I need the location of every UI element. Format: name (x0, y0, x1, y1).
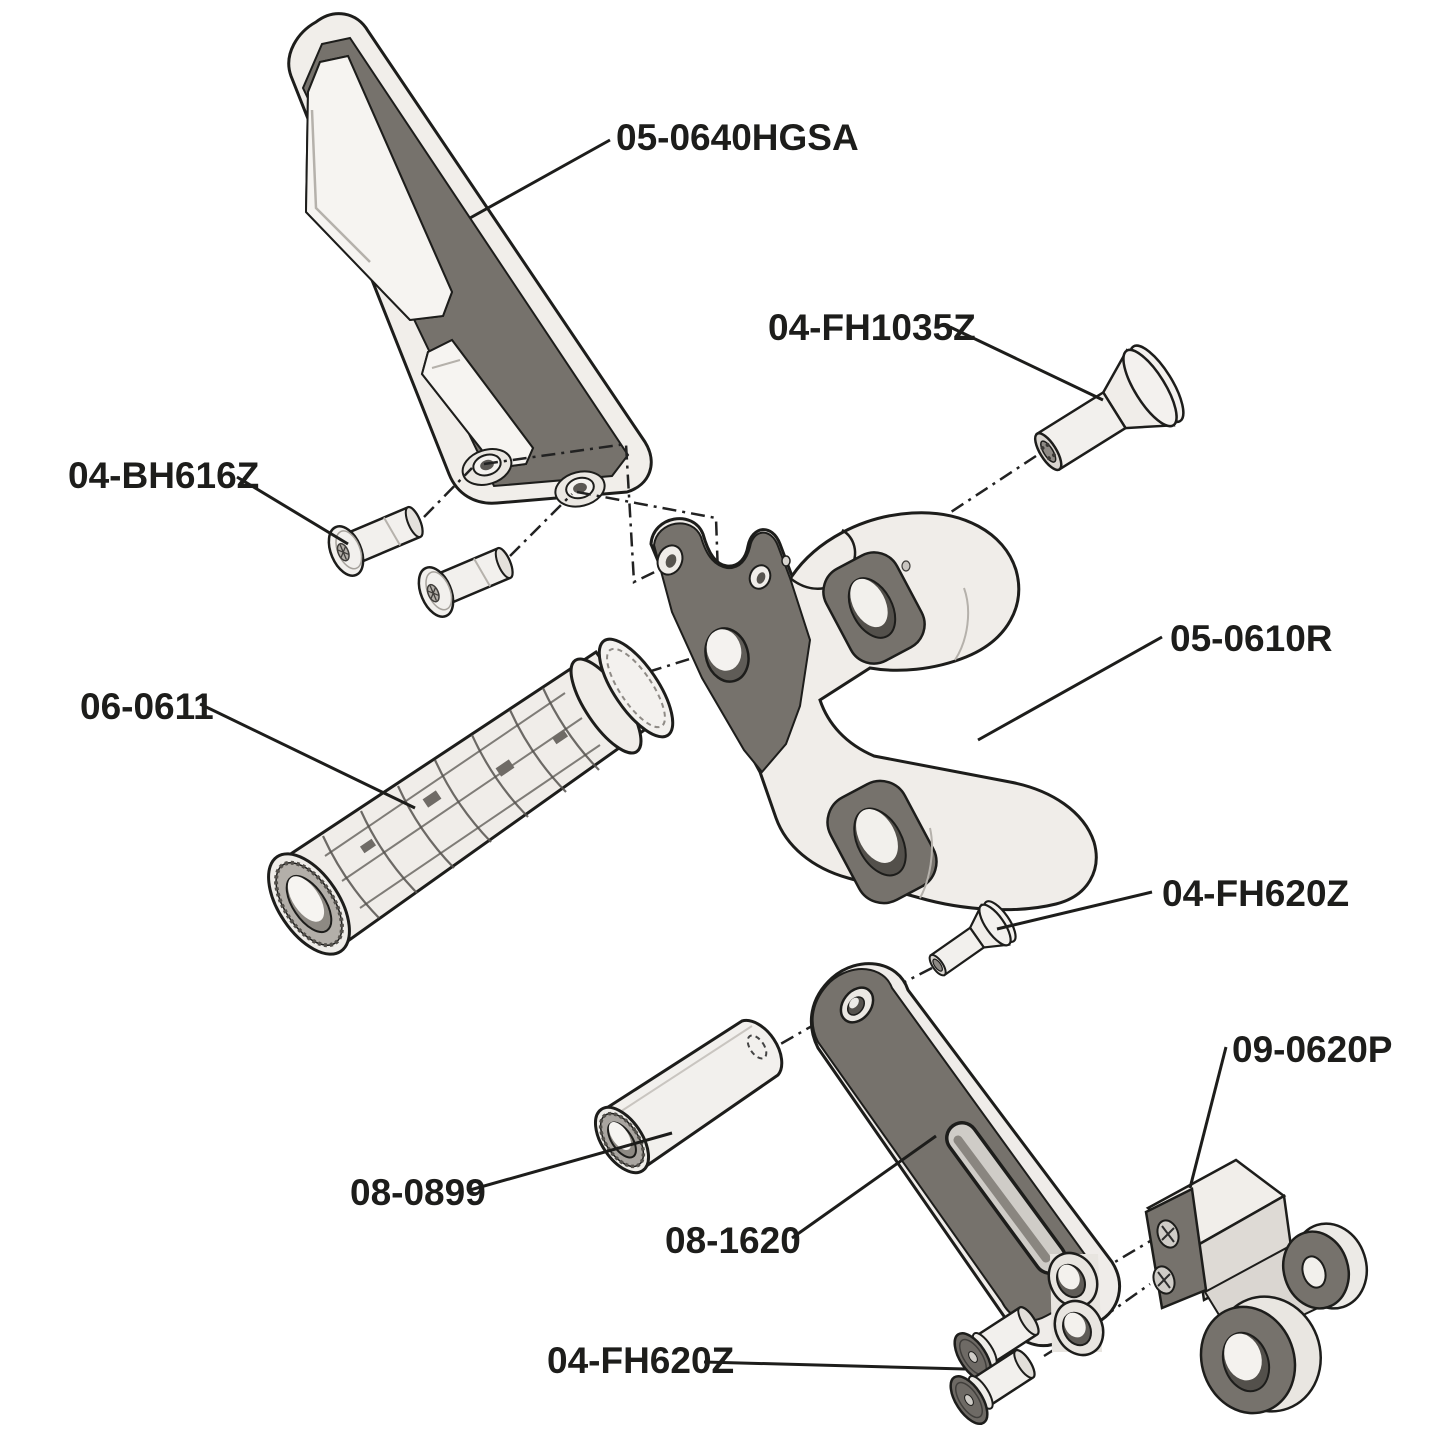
part-main-bracket (649, 511, 1098, 912)
part-spacer (593, 1018, 784, 1175)
leader-footpeg (199, 702, 416, 810)
leader-shift-arm (791, 1134, 937, 1240)
leader-main-bracket (977, 635, 1163, 742)
leader-pedal-clamp (1188, 1046, 1228, 1189)
part-flat-head-bolt-small (928, 900, 1017, 977)
leader-flat-head-bolt-pair (703, 1360, 966, 1371)
leader-heel-guard (469, 138, 611, 220)
label-main-bracket: 05-0610R (1170, 618, 1333, 659)
leader-flat-head-bolt-small (996, 890, 1153, 931)
footpeg-flange (569, 637, 675, 755)
bracket-bottom-boss (826, 779, 938, 905)
clamp-screw-hole (1156, 1219, 1180, 1249)
heel-guard-upper-cutout (304, 54, 454, 322)
label-flat-head-bolt-pair: 04-FH620Z (547, 1340, 734, 1381)
part-pedal-clamp (1144, 1158, 1368, 1415)
heel-guard-lower-cutout (420, 338, 535, 470)
bracket-top-boss (822, 551, 926, 665)
part-heel-guard (287, 12, 653, 508)
leader-lines (199, 138, 1228, 1371)
label-pedal-clamp: 09-0620P (1232, 1029, 1392, 1070)
shift-arm-bottom-hole (1047, 1251, 1099, 1309)
clamp-lobe (1199, 1295, 1322, 1415)
part-flat-head-bolt-large (1033, 344, 1185, 472)
spacer-open-end (593, 1105, 651, 1175)
leader-flat-head-bolt-large (949, 325, 1104, 402)
label-shift-arm: 08-1620 (665, 1220, 801, 1261)
footpeg-open-end (267, 852, 351, 956)
bracket-peg-hole (704, 627, 750, 683)
leader-spacer (469, 1131, 673, 1192)
label-heel-guard: 05-0640HGSA (616, 117, 859, 158)
part-footpeg (267, 637, 675, 956)
bracket-ear-hole (748, 564, 772, 590)
label-flat-head-bolt-small: 04-FH620Z (1162, 873, 1349, 914)
shift-arm-bottom-hole (1053, 1299, 1105, 1357)
part-labels: 05-0640HGSA 04-FH1035Z 04-BH616Z 05-0610… (68, 117, 1392, 1381)
clamp-ear (1282, 1222, 1368, 1310)
label-button-head-bolts: 04-BH616Z (68, 455, 259, 496)
shift-arm-slot (945, 1121, 1067, 1275)
leader-button-head-bolts (236, 475, 349, 546)
label-flat-head-bolt-large: 04-FH1035Z (768, 307, 976, 348)
clamp-screw-hole (1152, 1265, 1176, 1295)
shift-arm-eyelet (839, 986, 875, 1024)
part-shift-arm (809, 962, 1121, 1357)
label-spacer: 08-0899 (350, 1172, 486, 1213)
part-button-head-bolt-2 (410, 535, 522, 624)
label-footpeg: 06-0611 (80, 686, 214, 727)
bracket-ear-hole (656, 544, 684, 576)
